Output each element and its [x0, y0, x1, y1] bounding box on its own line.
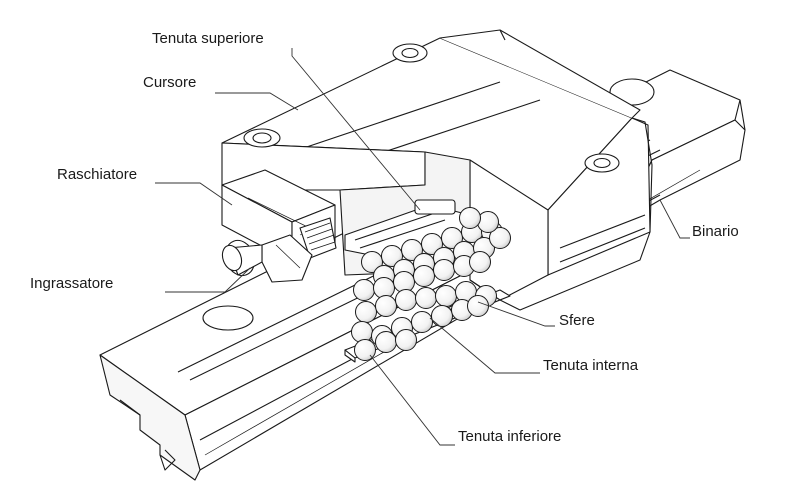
label-tenuta-inferiore: Tenuta inferiore: [458, 428, 562, 445]
top-seal-strip: [344, 199, 471, 259]
leader-lines: [155, 48, 690, 446]
grease-nipple: [221, 217, 337, 283]
leader-cursore: [215, 92, 299, 111]
ball: [395, 329, 417, 351]
ball: [459, 207, 481, 229]
label-ingrassatore: Ingrassatore: [30, 275, 114, 292]
ball: [375, 331, 397, 353]
ball: [469, 251, 491, 273]
ball: [421, 233, 443, 255]
balls: [351, 207, 511, 361]
rail-end-profile: [99, 354, 201, 481]
label-cursore: Cursore: [143, 74, 197, 91]
ball: [431, 305, 453, 327]
leader-ingrassatore: [165, 267, 251, 293]
label-tenuta-superiore: Tenuta superiore: [152, 30, 264, 47]
ball: [381, 245, 403, 267]
leader-tenuta-superiore: [291, 48, 421, 211]
label-tenuta-interna: Tenuta interna: [543, 357, 639, 374]
leader-binario: [659, 199, 690, 239]
ball: [441, 227, 463, 249]
rail-hole-front: [202, 305, 254, 331]
ball: [361, 251, 383, 273]
label-raschiatore: Raschiatore: [57, 166, 138, 183]
ball: [375, 295, 397, 317]
label-binario: Binario: [692, 223, 739, 240]
ball: [477, 211, 499, 233]
ball: [401, 239, 423, 261]
ball: [355, 301, 377, 323]
ball: [433, 259, 455, 281]
carriage: [221, 29, 653, 301]
label-sfere: Sfere: [559, 312, 595, 329]
ball: [467, 295, 489, 317]
ball: [489, 227, 511, 249]
leader-raschiatore: [155, 182, 233, 206]
ball: [413, 265, 435, 287]
leader-tenuta-inferiore: [369, 354, 455, 446]
leader-sfere: [477, 301, 555, 327]
ball: [395, 289, 417, 311]
ball: [353, 279, 375, 301]
ball: [351, 321, 373, 343]
leader-tenuta-interna: [429, 317, 540, 374]
ball: [411, 311, 433, 333]
ball: [415, 287, 437, 309]
